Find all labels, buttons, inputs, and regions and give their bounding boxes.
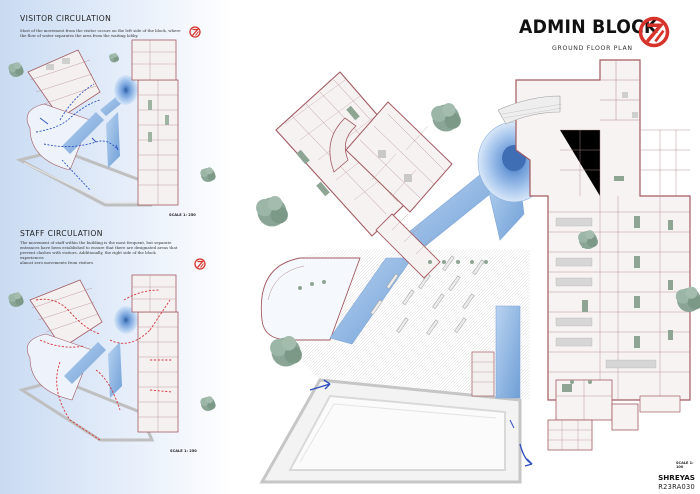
brand-logo-icon	[189, 26, 201, 38]
visitor-scale-label: SCALE 1: 250	[169, 213, 196, 217]
staff-desc-line: experiences	[20, 255, 44, 260]
tree-icon	[431, 103, 461, 132]
plan-scale-label: SCALE 1: 100	[676, 461, 694, 469]
tree-icon	[8, 292, 24, 307]
author-roll-number: R23RA030	[658, 483, 695, 491]
tree-icon	[256, 196, 288, 227]
staff-circulation-description: The movement of staff within the buildin…	[20, 240, 185, 265]
plan-title: ADMIN BLOCK	[519, 17, 658, 38]
staff-circulation-title: STAFF CIRCULATION	[20, 229, 103, 238]
staff-desc-line: almost zero movements from visitors	[20, 260, 94, 265]
plan-subtitle: GROUND FLOOR PLAN	[552, 45, 633, 52]
visitor-circulation-plan	[8, 39, 216, 207]
staff-scale-label: SCALE 1: 250	[170, 449, 197, 453]
staff-desc-line: The movement of staff within the buildin…	[20, 240, 172, 245]
brand-logo-icon	[194, 258, 206, 270]
tree-icon	[109, 53, 119, 63]
tree-icon	[200, 167, 216, 182]
staff-circulation-plan	[8, 274, 216, 442]
visitor-circulation-description: Most of the movement from the visitor oc…	[20, 28, 181, 38]
tree-icon	[8, 62, 24, 77]
staff-desc-line: prevent clashes with visitors. Additiona…	[20, 250, 156, 255]
brand-logo-icon	[638, 16, 670, 48]
tree-icon	[200, 396, 216, 411]
author-name: SHREYAS	[658, 473, 695, 482]
staff-desc-line: entrances have been established to ensur…	[20, 245, 178, 250]
visitor-circulation-title: VISITOR CIRCULATION	[20, 14, 112, 23]
ground-floor-plan	[256, 59, 700, 484]
